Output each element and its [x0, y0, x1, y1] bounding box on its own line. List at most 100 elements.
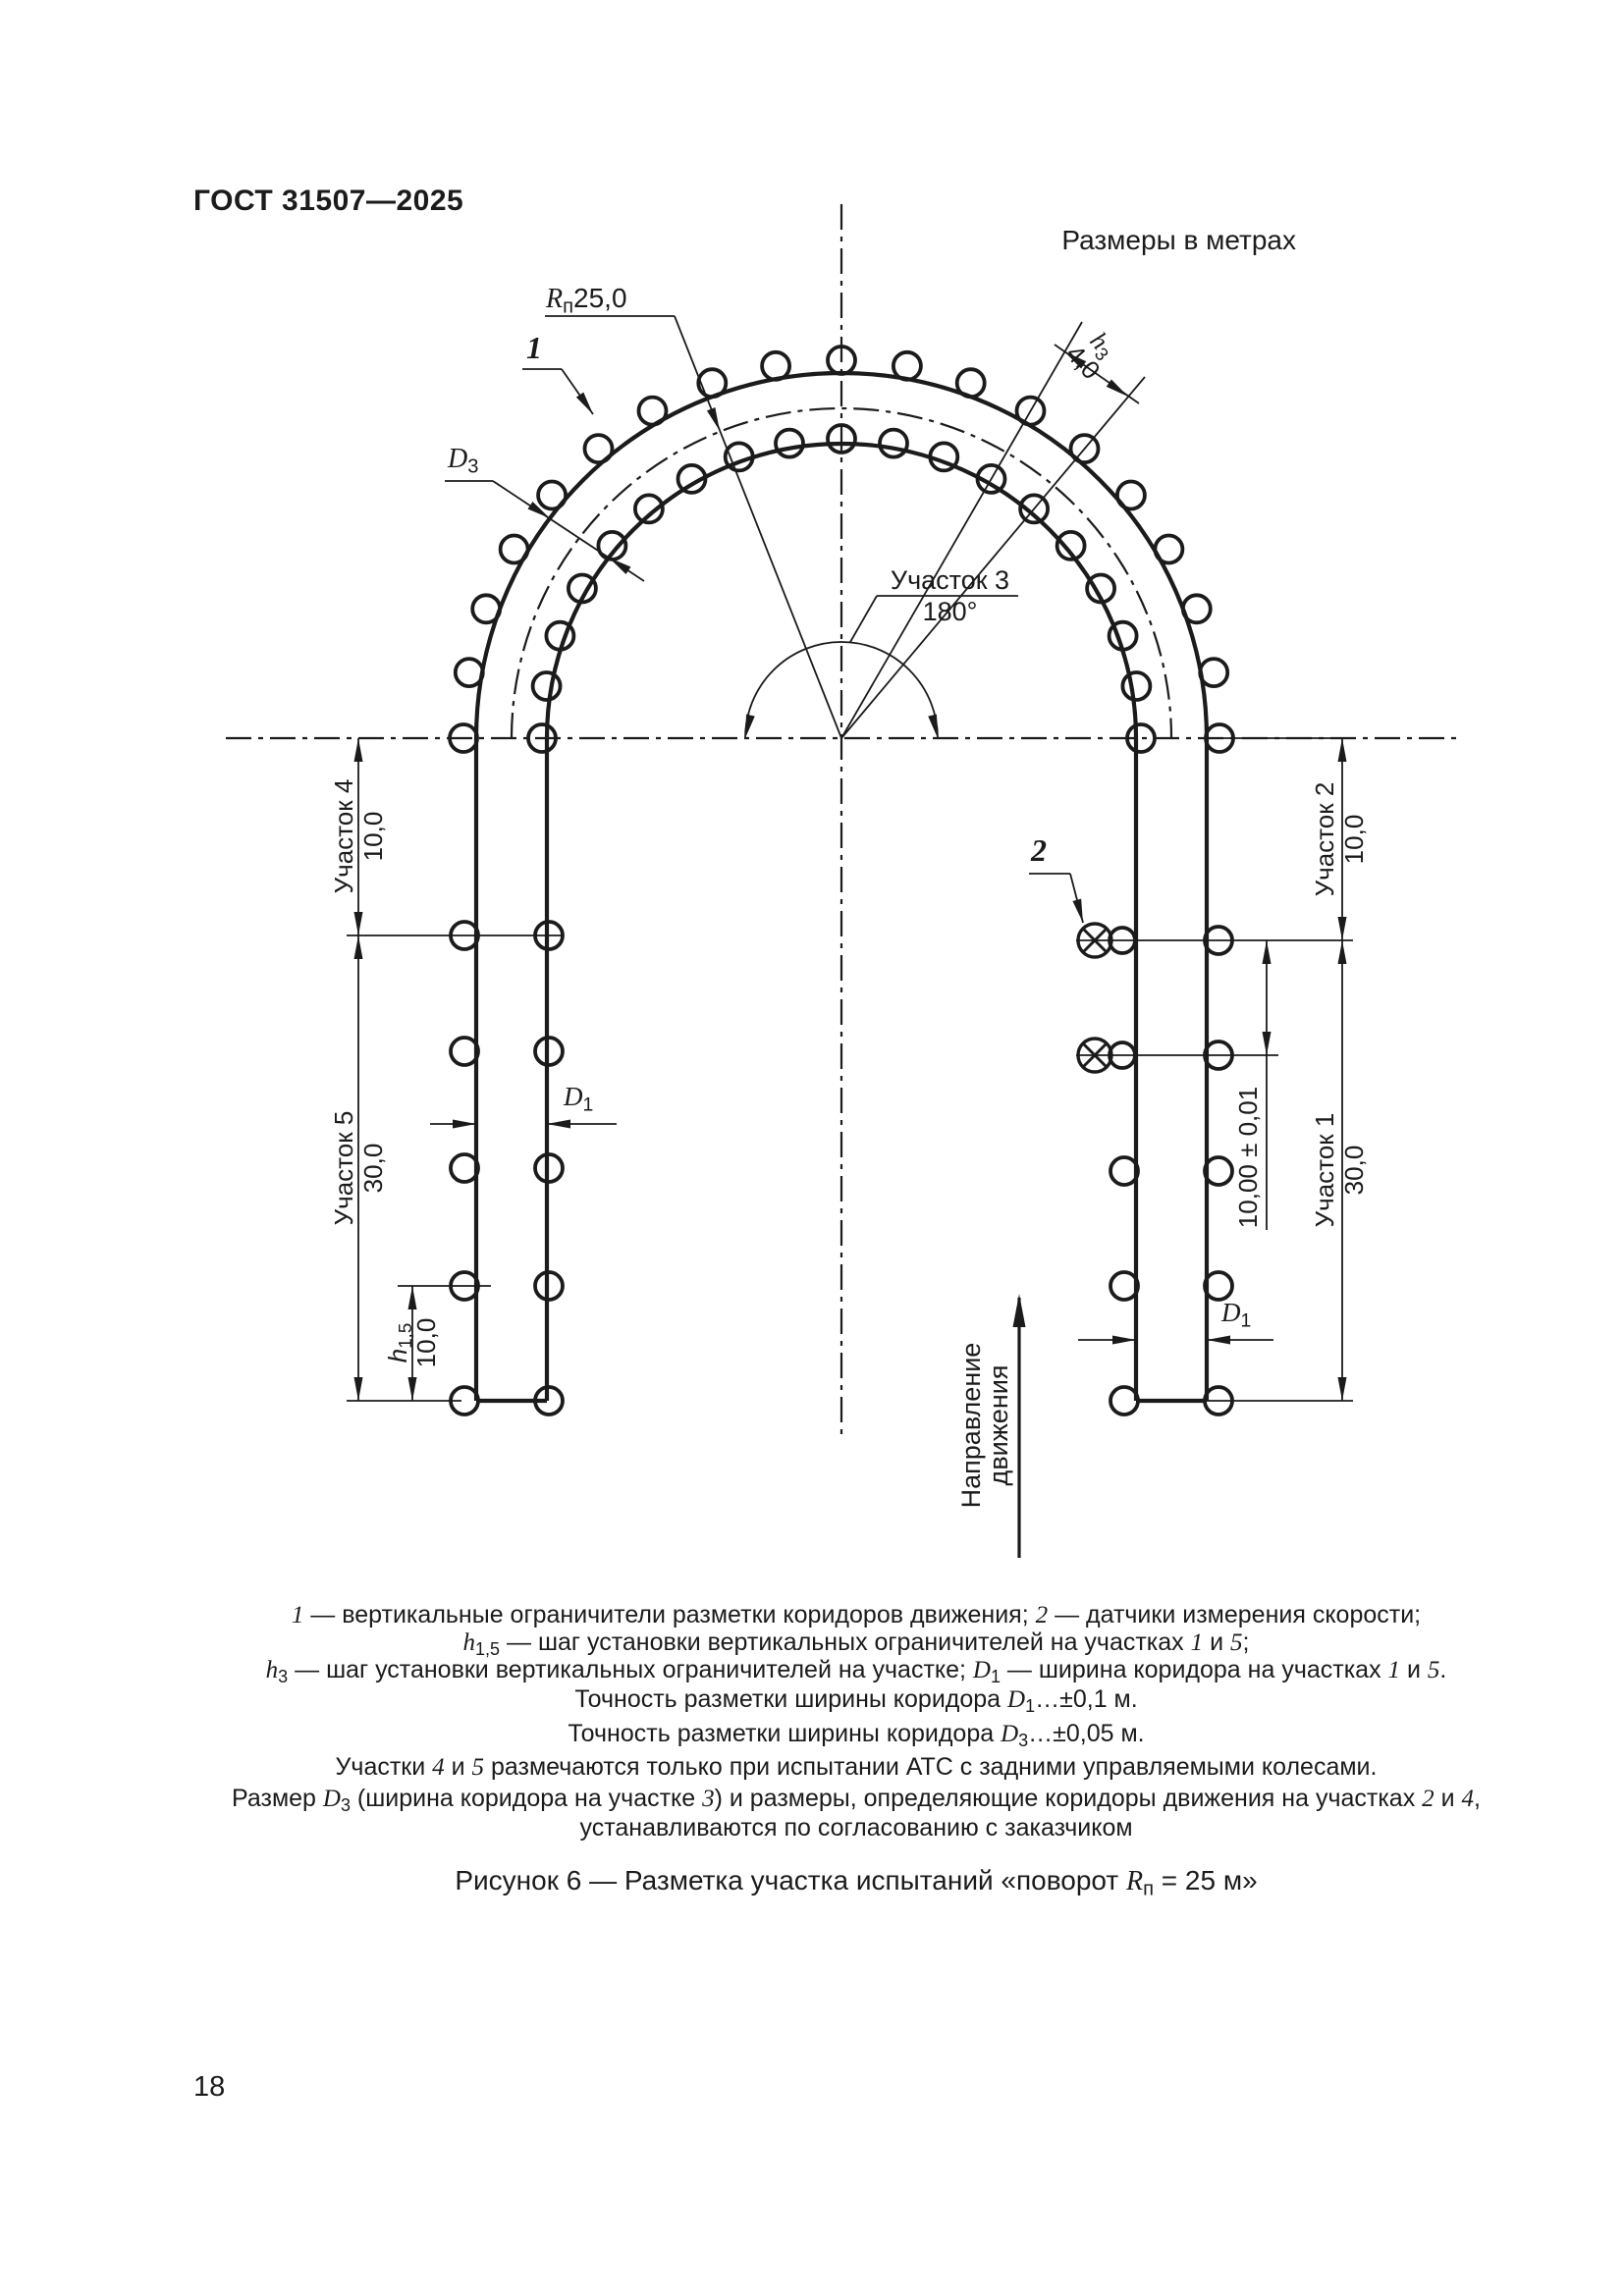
- limiter-marker: [1109, 1155, 1140, 1187]
- limiter-marker: [533, 920, 565, 951]
- section-4-name: Участок 4: [329, 778, 358, 894]
- direction-line2: движения: [984, 1364, 1013, 1486]
- limiter-marker: [826, 423, 857, 454]
- arrowhead: [1106, 379, 1128, 397]
- arrowhead: [1072, 898, 1083, 923]
- radius-value: 25,0: [573, 283, 627, 313]
- limiter-marker: [1203, 925, 1234, 956]
- limiter-marker: [1120, 670, 1153, 702]
- direction-of-travel-label: Направление движения: [956, 1291, 1013, 1560]
- arrowhead: [353, 912, 363, 935]
- units-note: Размеры в метрах: [1061, 225, 1296, 255]
- sensor-distance-tolerance: 10,00 ± 0,01: [1233, 1086, 1263, 1229]
- d1-width-label-right: D1: [1221, 1298, 1252, 1332]
- arrowhead: [745, 714, 755, 738]
- legend-line-3: h3 — шаг установки вертикальных ограничи…: [265, 1656, 1447, 1687]
- limiter-marker: [1109, 1270, 1140, 1302]
- limiter-marker: [1125, 722, 1157, 754]
- limiter-marker: [533, 1152, 565, 1184]
- d3-var: D: [448, 444, 468, 474]
- h15-var-line: h1,5: [383, 1282, 415, 1404]
- customer-note-line2: устанавливаются по согласованию с заказч…: [579, 1814, 1133, 1842]
- legend-line-1: 1 — вертикальные ограничители разметки к…: [291, 1601, 1422, 1629]
- limiter-marker: [449, 920, 480, 951]
- section-5-length: 30,0: [358, 1143, 388, 1194]
- d3-sub: 3: [467, 455, 479, 478]
- arrowhead: [353, 738, 363, 762]
- h15-value: 10,0: [411, 1317, 441, 1368]
- limiter-marker: [453, 657, 485, 688]
- limiter-marker: [567, 572, 598, 605]
- legend-line-2: h1,5 — шаг установки вертикальных ограни…: [462, 1629, 1250, 1660]
- limiter-marker: [449, 1385, 480, 1416]
- d1-var: D: [564, 1082, 583, 1111]
- thin-line: [849, 595, 878, 643]
- limiter-marker: [1055, 530, 1087, 561]
- limiter-marker: [1203, 1270, 1234, 1302]
- thin-line: [674, 315, 842, 739]
- limiter-marker: [1203, 1155, 1234, 1187]
- accuracy-note-d3: Точность разметки ширины коридора D3…±0,…: [568, 1720, 1145, 1751]
- arrowhead: [353, 1377, 363, 1401]
- section-2-length: 10,0: [1339, 814, 1369, 865]
- limiter-marker: [544, 619, 576, 652]
- limiter-marker: [449, 1152, 480, 1184]
- sections-4-5-note: Участки 4 и 5 размечаются только при исп…: [335, 1753, 1378, 1781]
- arrowhead: [1337, 738, 1347, 762]
- limiter-marker: [498, 533, 530, 565]
- limiter-marker: [536, 479, 568, 511]
- limiter-marker: [533, 1270, 565, 1302]
- sensor-cross: [1081, 1041, 1109, 1069]
- direction-line1: Направление: [956, 1342, 986, 1509]
- accuracy-note-d1: Точность разметки ширины коридора D1…±0,…: [574, 1685, 1138, 1717]
- dimension-arrowheads: [353, 351, 1347, 1401]
- arrowhead: [1112, 1335, 1136, 1345]
- centerlines: [226, 204, 1463, 1435]
- limiter-marker: [975, 462, 1007, 495]
- limiter-marker: [878, 427, 909, 459]
- arrowhead: [1262, 940, 1272, 964]
- figure-caption: Рисунок 6 — Разметка участка испытаний «…: [455, 1865, 1258, 1900]
- arrowhead: [1064, 351, 1087, 369]
- limiter-marker: [696, 367, 729, 400]
- section-2-name: Участок 2: [1310, 781, 1339, 897]
- limiter-marker: [1085, 572, 1116, 605]
- limiter-marker: [636, 395, 669, 427]
- arrowhead: [527, 502, 550, 518]
- d1-sub: 1: [1240, 1309, 1252, 1332]
- d3-width-label: D3: [448, 443, 479, 478]
- limiter-marker: [1115, 479, 1147, 511]
- section-3-label: Участок 3 180°: [859, 564, 1041, 627]
- radius-var: R: [546, 284, 564, 314]
- speed-sensor: [1076, 1037, 1113, 1074]
- limiter-marker: [1180, 593, 1213, 625]
- arrowhead: [575, 392, 593, 414]
- customer-note-line1: Размер D3 (ширина коридора на участке 3)…: [232, 1785, 1481, 1816]
- limiter-marker: [1153, 533, 1185, 565]
- limiter-marker: [533, 1036, 565, 1067]
- limiter-marker: [1198, 657, 1230, 688]
- limiter-marker: [1108, 1041, 1137, 1070]
- limiter-marker: [676, 462, 708, 495]
- h15-step-dimension: h1,5 10,0: [383, 1282, 441, 1404]
- d1-var: D: [1221, 1298, 1241, 1327]
- section-5-dimension: Участок 5 30,0: [329, 1070, 388, 1266]
- limiter-marker: [1018, 493, 1050, 525]
- limiter-marker: [1109, 1385, 1140, 1416]
- limiter-marker: [1108, 926, 1137, 955]
- arrowhead: [1262, 1032, 1272, 1055]
- limiter-marker: [774, 427, 805, 459]
- limiter-marker: [448, 722, 479, 754]
- section-4-length: 10,0: [358, 811, 388, 862]
- section-1-name: Участок 1: [1310, 1112, 1339, 1228]
- limiter-marker: [760, 349, 791, 382]
- arrowhead: [1337, 940, 1347, 964]
- dimension-lines: [347, 315, 1353, 1558]
- section-2-dimension: Участок 2 10,0: [1310, 741, 1369, 937]
- section-3-name: Участок 3: [890, 565, 1010, 595]
- limiter-marker: [449, 1036, 480, 1067]
- radius-sub: п: [563, 295, 574, 318]
- limiter-marker: [1203, 1385, 1234, 1416]
